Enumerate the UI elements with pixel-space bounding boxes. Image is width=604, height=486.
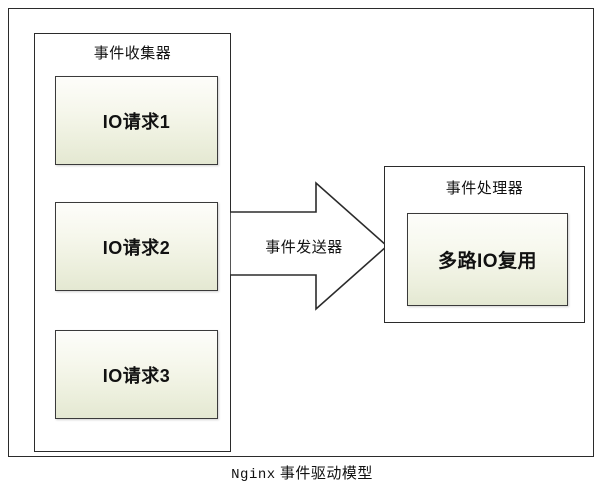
io-request-box-1: IO请求1 xyxy=(55,76,218,165)
event-handler-title: 事件处理器 xyxy=(445,180,524,197)
caption-text: 事件驱动模型 xyxy=(279,465,373,482)
event-sender-label: 事件发送器 xyxy=(265,239,343,256)
caption-prefix: Nginx xyxy=(231,467,276,483)
event-sender-arrow xyxy=(230,179,390,313)
io-request-box-3: IO请求3 xyxy=(55,330,218,419)
event-collector-panel: 事件收集器 IO请求1 IO请求2 IO请求3 xyxy=(34,33,231,452)
io-request-box-2: IO请求2 xyxy=(55,202,218,291)
diagram-caption: Nginx 事件驱动模型 xyxy=(0,462,604,483)
event-collector-title: 事件收集器 xyxy=(93,45,172,62)
event-handler-panel: 事件处理器 多路IO复用 xyxy=(384,166,585,323)
diagram-outer-frame: 事件收集器 IO请求1 IO请求2 IO请求3 事件发送器 事件处理器 多路IO… xyxy=(8,8,594,457)
io-request-label-3: IO请求3 xyxy=(102,365,171,386)
io-request-label-2: IO请求2 xyxy=(102,237,171,258)
io-request-label-1: IO请求1 xyxy=(102,111,171,132)
right-block-arrow-icon xyxy=(230,181,389,311)
multiplex-io-label: 多路IO复用 xyxy=(437,251,538,272)
multiplex-io-box: 多路IO复用 xyxy=(407,213,568,306)
